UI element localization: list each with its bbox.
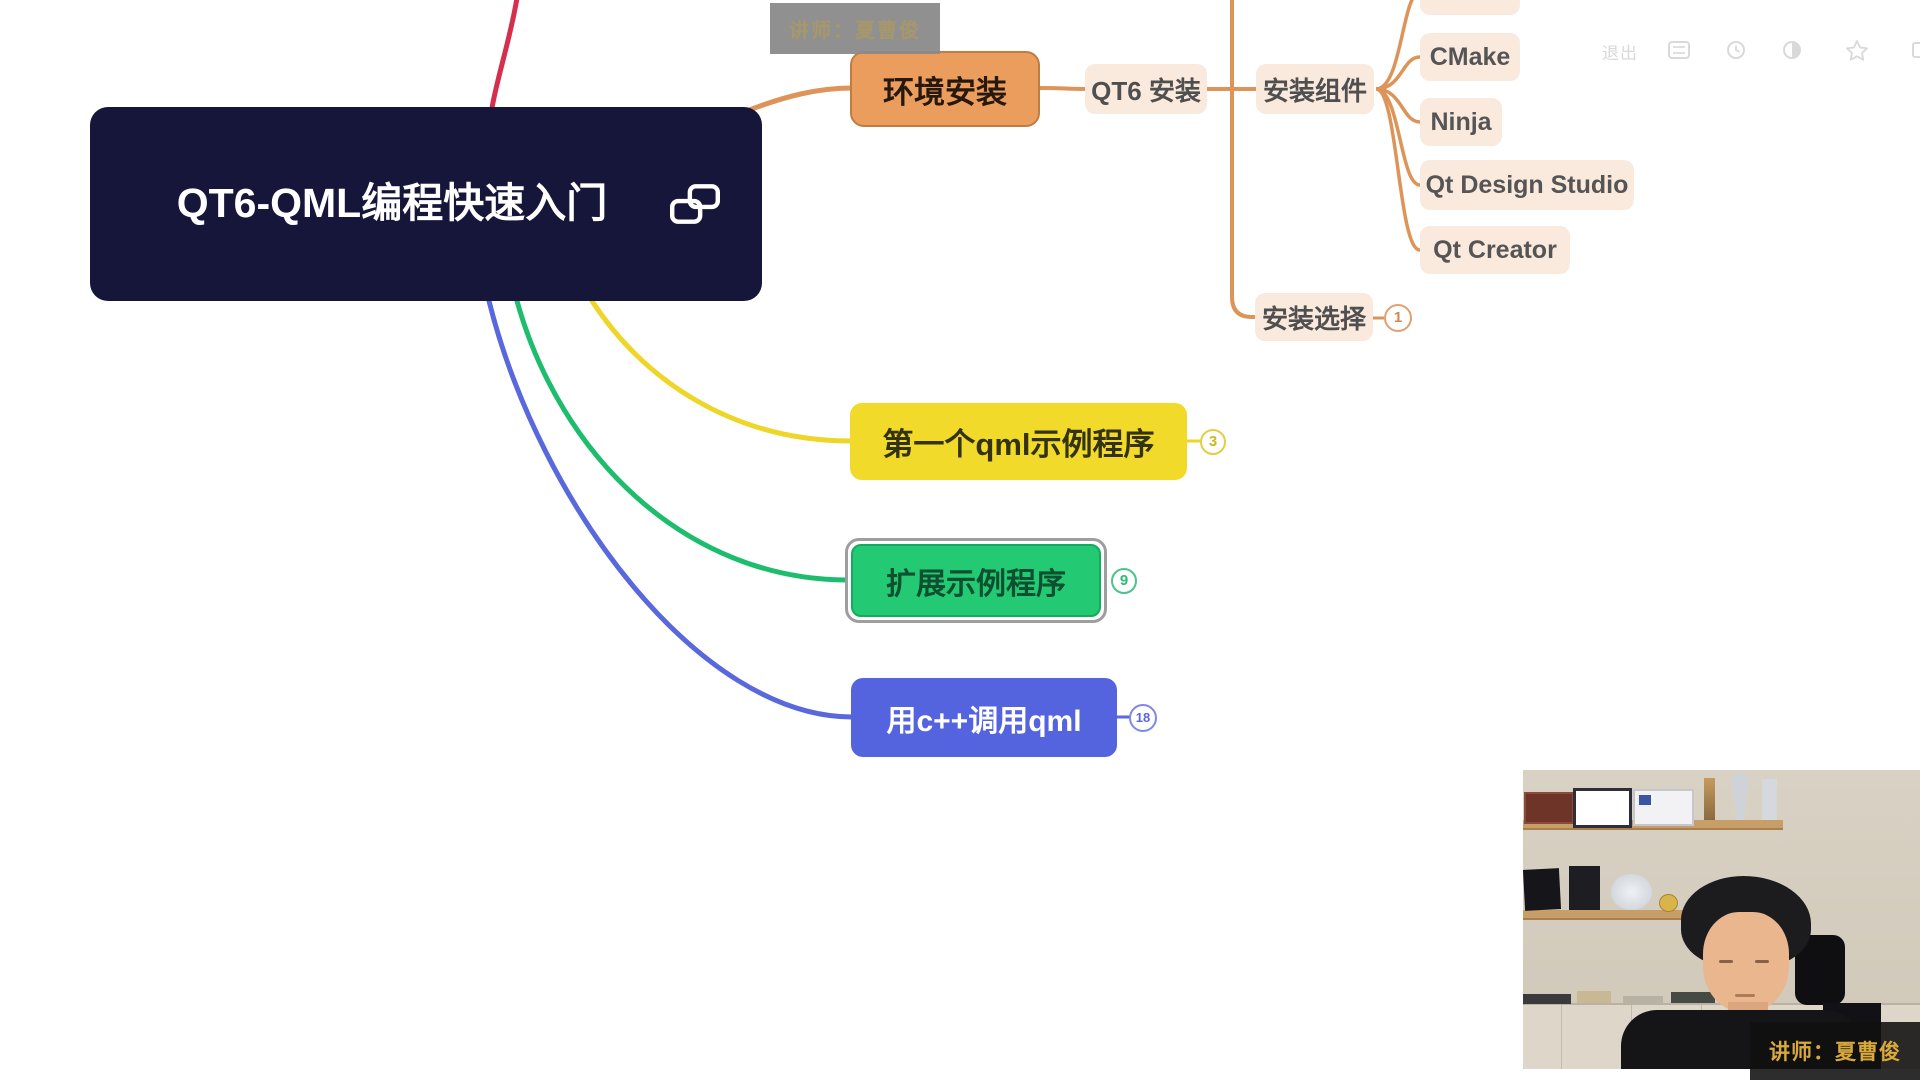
node-label: Qt Creator (1433, 235, 1557, 264)
node-label: 安装选择 (1261, 303, 1366, 334)
cabinet-item (1671, 992, 1715, 1003)
plaque (1569, 866, 1600, 910)
instructor-caption: 讲师：夏曹俊 (1750, 1022, 1920, 1080)
top-toolbar: 退出 (0, 0, 1920, 70)
contrast-icon[interactable] (1782, 41, 1802, 59)
certificate-frame (1573, 788, 1632, 828)
badge-cpp-call-qml[interactable]: 18 (1129, 704, 1157, 732)
node-label: Qt Design Studio (1425, 170, 1629, 199)
node-first-qml-example[interactable]: 第一个qml示例程序 (850, 403, 1187, 480)
node-label: Ninja (1430, 107, 1492, 136)
badge-install-choice[interactable]: 1 (1384, 304, 1412, 332)
node-label: 安装组件 (1262, 75, 1367, 106)
badge-extended-examples[interactable]: 9 (1111, 568, 1137, 594)
certificate-frame (1633, 789, 1694, 826)
branch-blue-curve (486, 298, 855, 720)
branch-yellow-curve (589, 298, 854, 444)
trunk-orange (1230, 0, 1256, 319)
branch-red-curve (489, 0, 520, 111)
medal (1659, 894, 1678, 912)
window-edge-icon[interactable] (1912, 41, 1920, 59)
node-env-install[interactable]: 环境安装 (850, 51, 1040, 127)
plaque (1523, 868, 1562, 911)
connector-components-ninja (1375, 87, 1421, 124)
node-ninja[interactable]: Ninja (1420, 98, 1502, 146)
root-topic[interactable]: QT6-QML编程快速入门 (90, 107, 762, 301)
person-face (1703, 912, 1789, 1012)
node-cpp-call-qml[interactable]: 用c++调用qml (851, 678, 1117, 757)
watermark-text: 讲师：夏曹俊 (789, 20, 921, 42)
connector-env-qt6 (1039, 86, 1087, 91)
trophy-star (1730, 772, 1750, 820)
cabinet-item (1623, 996, 1663, 1003)
connector-components-mingw (1375, 0, 1414, 91)
shelf (1523, 910, 1688, 920)
plaque (1524, 792, 1574, 824)
node-install-choice[interactable]: 安装选择 (1255, 293, 1373, 341)
keyboard-icon[interactable] (1668, 41, 1690, 59)
node-install-components[interactable]: 安装组件 (1256, 64, 1374, 114)
node-label: MinGW (1427, 0, 1513, 7)
node-label: QT6 安装 (1091, 75, 1201, 106)
node-label: CMake (1429, 42, 1511, 71)
exit-button[interactable]: 退出 (1602, 44, 1638, 63)
connector-components-qtds (1375, 87, 1421, 187)
branch-orange-curve (741, 85, 855, 115)
node-label: 用c++调用qml (886, 704, 1082, 738)
node-qt-design-studio[interactable]: Qt Design Studio (1420, 160, 1634, 210)
badge-first-qml[interactable]: 3 (1200, 429, 1226, 455)
node-qt-creator[interactable]: Qt Creator (1420, 226, 1570, 274)
node-qt6-install[interactable]: QT6 安装 (1085, 64, 1207, 114)
trophy (1762, 779, 1777, 820)
link-icon[interactable] (670, 183, 720, 225)
watermark: 讲师：夏曹俊 (770, 3, 940, 54)
node-mingw[interactable]: MinGW (1420, 0, 1520, 15)
webcam-video[interactable] (1523, 770, 1920, 1069)
connector-components-cmake (1375, 55, 1421, 91)
instructor-caption-text: 讲师：夏曹俊 (1769, 1041, 1901, 1064)
branch-green-curve (514, 298, 849, 583)
connector-components-qtcreator (1375, 87, 1421, 252)
star-icon[interactable] (1845, 39, 1869, 61)
cabinet-item (1523, 994, 1571, 1004)
glass-award (1611, 874, 1652, 910)
node-label: 环境安装 (883, 74, 1007, 110)
node-cmake[interactable]: CMake (1420, 33, 1520, 81)
trophy (1704, 778, 1715, 820)
cabinet-item (1577, 991, 1611, 1003)
clock-icon[interactable] (1727, 41, 1745, 59)
node-label: 扩展示例程序 (886, 567, 1066, 601)
node-extended-examples[interactable]: 扩展示例程序 (851, 544, 1101, 617)
node-label: 第一个qml示例程序 (882, 427, 1155, 462)
root-topic-title: QT6-QML编程快速入门 (176, 180, 608, 227)
